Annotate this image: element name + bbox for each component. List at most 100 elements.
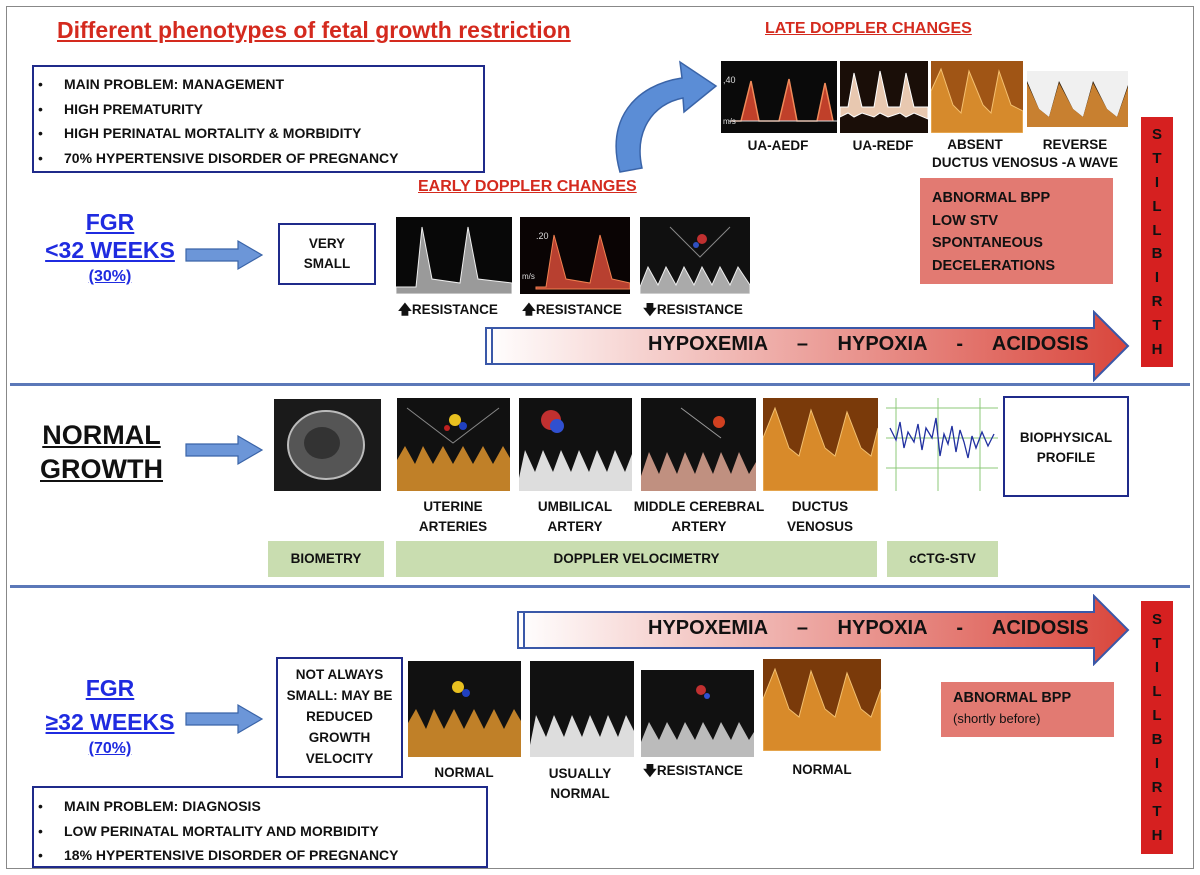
summary-item: 18% HYPERTENSIVE DISORDER OF PREGNANCY [38, 843, 486, 868]
sep: - [956, 333, 964, 355]
late-label-ductus-venosus: DUCTUS VENOSUS -A WAVE [931, 155, 1118, 170]
normal-line2: GROWTH [40, 454, 163, 484]
stillbirth-letter: I [1154, 658, 1160, 676]
ua-aedf-waveform: ,40 m/s [721, 61, 837, 133]
late-caption-mca: 🡇RESISTANCE [643, 762, 743, 780]
stillbirth-bar-top: S T I L L B I R T H [1141, 117, 1173, 367]
ua-increased-resistance-waveform-2: .20 m/s [520, 217, 630, 294]
fgr-early-label: FGR <32 WEEKS (30%) [30, 208, 190, 290]
up-arrow-icon: 🡅 [522, 302, 536, 317]
stillbirth-letter: I [1154, 173, 1160, 191]
curved-progression-arrow [615, 60, 718, 173]
late-finding-item: ABNORMAL BPP [932, 190, 1051, 206]
progression-text-top: HYPOXEMIA – HYPOXIA - ACIDOSIS [648, 333, 1089, 356]
early-axis-unit: m/s [522, 272, 535, 281]
stillbirth-letter: T [1152, 316, 1162, 334]
up-arrow-icon: 🡅 [398, 302, 412, 317]
early-doppler-heading: EARLY DOPPLER CHANGES [418, 178, 637, 195]
stillbirth-letter: L [1152, 197, 1162, 215]
stillbirth-letter: S [1151, 610, 1162, 628]
stillbirth-letter: L [1152, 221, 1162, 239]
late-label-absent: ABSENT [947, 137, 1003, 152]
stillbirth-letter: R [1151, 292, 1163, 310]
early-fgr-summary-box: MAIN PROBLEM: MANAGEMENT HIGH PREMATURIT… [32, 65, 485, 173]
figure-title: Different phenotypes of fetal growth res… [57, 17, 571, 43]
fgr-late-percent: (70%) [88, 740, 132, 757]
early-label-2: 🡅RESISTANCE [522, 301, 622, 319]
resistance-label: RESISTANCE [535, 302, 622, 317]
summary-item: MAIN PROBLEM: DIAGNOSIS [38, 794, 486, 819]
stillbirth-letter: B [1151, 731, 1163, 749]
uterine-artery-image [397, 398, 510, 491]
stillbirth-letter: R [1151, 779, 1163, 797]
late-doppler-heading: LATE DOPPLER CHANGES [765, 20, 972, 37]
progression-text-bottom: HYPOXEMIA – HYPOXIA - ACIDOSIS [648, 617, 1089, 640]
stillbirth-letter: H [1151, 827, 1163, 845]
hypoxemia-label: HYPOXEMIA [648, 617, 768, 639]
category-cctg-stv: cCTG-STV [887, 541, 998, 577]
progression-arrow-bottom [517, 594, 1130, 666]
late-caption-ductus: NORMAL [792, 762, 852, 777]
summary-item: MAIN PROBLEM: MANAGEMENT [38, 72, 483, 97]
late-label-ua-aedf: UA-AEDF [747, 138, 809, 153]
stillbirth-letter: T [1152, 150, 1162, 168]
late-axis-value: ,40 [723, 75, 736, 85]
hypoxemia-label: HYPOXEMIA [648, 333, 768, 355]
fgr-early-size-box: VERY SMALL [278, 223, 376, 285]
fgr-early-size-text: VERY SMALL [303, 236, 351, 271]
stillbirth-letter: T [1152, 634, 1162, 652]
summary-item: 70% HYPERTENSIVE DISORDER OF PREGNANCY [38, 146, 483, 171]
biometry-ultrasound-image [274, 399, 381, 491]
abnormal-bpp-note: (shortly before) [953, 711, 1041, 726]
stillbirth-letter: I [1154, 269, 1160, 287]
mca-decreased-resistance-waveform [640, 217, 750, 294]
category-biometry: BIOMETRY [268, 541, 384, 577]
fgr-late-label: FGR ≥32 WEEKS (70%) [30, 674, 190, 762]
down-arrow-icon: 🡇 [643, 763, 657, 778]
normal-line1: NORMAL [42, 420, 161, 450]
fgr-late-size-text: NOT ALWAYS SMALL: MAY BE REDUCED GROWTH … [286, 667, 393, 766]
stillbirth-letter: L [1152, 706, 1162, 724]
umbilical-artery-image [519, 398, 632, 491]
late-finding-item: SPONTANEOUS [932, 235, 1043, 251]
caption-uterine: UTERINE ARTERIES [418, 499, 488, 534]
late-caption-umbilical: USUALLY NORMAL [548, 766, 612, 801]
fgr-late-line1: FGR [85, 675, 135, 701]
late-fgr-summary-box: MAIN PROBLEM: DIAGNOSIS LOW PERINATAL MO… [32, 786, 488, 868]
stillbirth-letter: I [1154, 755, 1160, 773]
caption-ductus: DUCTUS VENOSUS [786, 499, 854, 534]
early-label-3: 🡇RESISTANCE [643, 301, 743, 319]
resistance-label: RESISTANCE [656, 763, 743, 778]
fgr-early-percent: (30%) [88, 268, 132, 285]
ductus-venosus-image [763, 398, 878, 491]
summary-item: HIGH PREMATURITY [38, 97, 483, 122]
late-mca-image [641, 670, 754, 757]
section-divider [10, 383, 1190, 386]
caption-mca: MIDDLE CEREBRAL ARTERY [633, 499, 765, 534]
sep: - [956, 617, 964, 639]
progression-arrow-top [485, 310, 1130, 382]
figure-frame [6, 6, 1194, 869]
late-finding-item: LOW STV [932, 212, 999, 229]
hypoxia-label: HYPOXIA [837, 333, 927, 355]
late-abnormal-bpp-box: ABNORMAL BPP (shortly before) [941, 682, 1114, 737]
normal-growth-arrow [185, 434, 264, 466]
biophysical-profile-box: BIOPHYSICAL PROFILE [1003, 396, 1129, 497]
summary-item: HIGH PERINATAL MORTALITY & MORBIDITY [38, 121, 483, 146]
late-findings-box: ABNORMAL BPP LOW STV SPONTANEOUS DECELER… [920, 178, 1113, 284]
stillbirth-letter: L [1152, 682, 1162, 700]
fgr-early-line1: FGR [85, 209, 135, 235]
late-umbilical-image [530, 661, 634, 757]
dv-absent-a-wave [931, 61, 1023, 133]
late-axis-unit: m/s [723, 117, 736, 126]
normal-growth-label: NORMAL GROWTH [34, 418, 169, 486]
fgr-early-line2: <32 WEEKS [45, 237, 175, 263]
late-caption-uterine: NORMAL [434, 765, 494, 780]
fgr-early-arrow [185, 239, 264, 271]
section-divider [10, 585, 1190, 588]
abnormal-bpp-label: ABNORMAL BPP [953, 690, 1072, 706]
late-label-reverse: REVERSE [1042, 137, 1108, 152]
mca-image [641, 398, 756, 491]
ua-increased-resistance-waveform [396, 217, 512, 294]
stillbirth-letter: B [1151, 245, 1163, 263]
